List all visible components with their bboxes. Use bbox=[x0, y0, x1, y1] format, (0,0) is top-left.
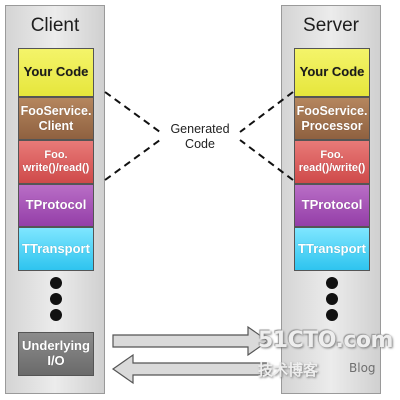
server-ellipsis-dot-2 bbox=[326, 293, 338, 305]
server-processor-line2: Processor bbox=[301, 118, 363, 133]
client-your-code-block: Your Code bbox=[18, 48, 94, 97]
client-service-line1: FooService. bbox=[20, 104, 92, 119]
client-ttransport-block: TTransport bbox=[18, 227, 94, 271]
generated-code-line1: Generated bbox=[170, 122, 230, 136]
watermark-sub-en: Blog bbox=[349, 361, 376, 375]
watermark-main: 51CTO.com bbox=[258, 328, 393, 353]
server-ellipsis-dot-1 bbox=[326, 277, 338, 289]
server-title: Server bbox=[303, 15, 359, 36]
generated-code-line2: Code bbox=[185, 137, 215, 151]
server-fooservice-processor-block: FooService. Processor bbox=[294, 97, 370, 140]
request-arrow bbox=[112, 325, 270, 357]
server-dashed-connector-bottom bbox=[239, 139, 294, 181]
server-column: Server Your Code FooService. Processor F… bbox=[281, 5, 381, 394]
client-underlying-io-block: Underlying I/O bbox=[18, 332, 94, 376]
server-read-line1: Foo. bbox=[320, 149, 344, 162]
server-read-line2: read()/write() bbox=[298, 162, 366, 174]
client-ellipsis-dot-3 bbox=[50, 309, 62, 321]
client-title: Client bbox=[30, 15, 80, 36]
client-your-code-label: Your Code bbox=[23, 64, 89, 80]
client-fooservice-client-block: FooService. Client bbox=[18, 97, 94, 140]
server-tprotocol-label: TProtocol bbox=[301, 197, 363, 213]
server-ellipsis-dot-3 bbox=[326, 309, 338, 321]
client-service-line2: Client bbox=[38, 118, 74, 133]
client-dashed-connector-top bbox=[104, 91, 161, 133]
server-your-code-label: Your Code bbox=[299, 64, 365, 80]
client-ellipsis-dot-2 bbox=[50, 293, 62, 305]
client-ellipsis-dot-1 bbox=[50, 277, 62, 289]
client-ttransport-label: TTransport bbox=[22, 240, 90, 256]
client-dashed-connector-bottom bbox=[104, 139, 161, 181]
server-your-code-block: Your Code bbox=[294, 48, 370, 97]
client-io-line2: I/O bbox=[47, 353, 65, 368]
watermark-sub-cn: 技术博客 bbox=[258, 361, 319, 379]
client-column: Client Your Code FooService. Client Foo.… bbox=[5, 5, 105, 394]
response-arrow bbox=[111, 353, 269, 385]
client-write-line1: Foo. bbox=[44, 149, 68, 162]
client-tprotocol-label: TProtocol bbox=[25, 197, 87, 213]
client-write-line2: write()/read() bbox=[22, 162, 90, 174]
client-foo-write-read-block: Foo. write()/read() bbox=[18, 140, 94, 184]
client-tprotocol-block: TProtocol bbox=[18, 184, 94, 227]
server-ttransport-block: TTransport bbox=[294, 227, 370, 271]
server-ttransport-label: TTransport bbox=[298, 240, 366, 256]
client-io-line1: Underlying bbox=[22, 338, 90, 354]
server-dashed-connector-top bbox=[239, 91, 294, 133]
server-foo-read-write-block: Foo. read()/write() bbox=[294, 140, 370, 184]
server-processor-line1: FooService. bbox=[296, 104, 368, 119]
generated-code-label: Generated Code bbox=[161, 122, 239, 152]
server-tprotocol-block: TProtocol bbox=[294, 184, 370, 227]
